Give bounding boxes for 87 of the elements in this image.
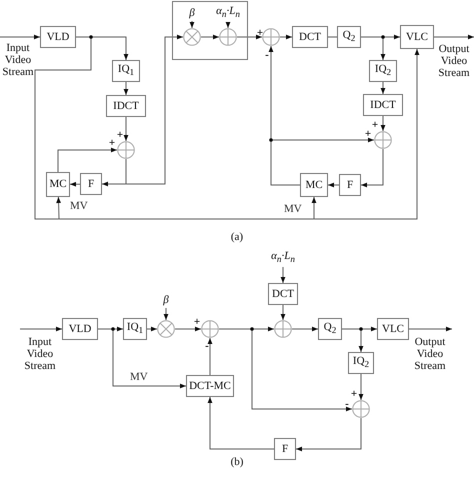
process-box: F [80,173,102,195]
arrow [124,82,128,96]
edge-label: MV [130,372,148,383]
adder-symbol [352,400,370,418]
process-box: VLC [400,25,434,49]
process-box: IQ$_{1}$ [123,318,147,340]
multiplier-symbol [183,28,201,46]
arrow [360,148,384,188]
arrow [280,304,286,320]
adder-symbol [374,131,392,149]
process-box: MC [300,173,328,197]
arrow [208,338,212,376]
process-box: MC [46,172,70,197]
arrow [174,326,202,332]
arrow [146,326,158,332]
arrow [190,20,194,28]
process-box: IQ$_{1}$ [112,60,140,82]
process-box: IDCT [106,95,146,117]
adder-symbol [201,320,219,338]
arrow [208,396,274,450]
stream-label: Output Video Stream [408,323,452,372]
sign-label: + [371,120,379,130]
arrow [358,374,364,400]
multiplier-symbol [157,320,175,338]
arrow [34,36,420,220]
edge-label: MV [284,204,302,215]
adder-symbol [274,320,292,338]
process-box: F [274,438,296,460]
connector-line [328,36,338,38]
arrow [296,418,362,452]
process-box: IQ$_{2}$ [369,60,397,82]
arrow [342,328,364,352]
sign-label: + [364,129,372,139]
arrow [280,266,286,284]
arrow [200,34,220,40]
arrow [20,326,62,332]
arrow [70,182,80,187]
panel-label: (b) [230,456,244,470]
process-box: Q$_{2}$ [318,318,342,340]
arrow [126,34,184,184]
group-box [172,1,248,60]
process-box: VLD [40,26,76,48]
arrow [218,328,352,412]
arrow [0,34,40,40]
coefficient-label: β [159,292,173,308]
arrow [124,116,128,142]
arrow [58,148,118,172]
sign-label: + [256,28,264,38]
arrow [434,34,474,40]
sign-label: + [350,389,358,399]
process-box: DCT-MC [186,375,234,397]
sign-label: + [116,130,124,140]
process-box: IQ$_{2}$ [348,352,374,374]
arrow [270,138,374,186]
process-box: DCT [268,283,298,305]
arrow [280,34,292,40]
sign-label: - [264,50,270,60]
process-box: DCT [292,26,328,48]
coefficient-label: β [186,5,198,21]
sign-label: + [193,317,201,327]
process-box: Q$_{2}$ [337,26,361,48]
sign-label: - [204,341,210,351]
adder-symbol [262,28,280,46]
sign-label: + [108,138,116,148]
arrow [380,82,386,94]
coefficient-label: α$_{n}$·L$_{n}$ [208,4,248,22]
arrow [328,182,340,188]
edge-label: MV [70,201,88,212]
process-box: VLD [62,318,98,340]
stream-label: Input Video Stream [20,323,60,372]
arrow [380,116,386,132]
sign-label: - [344,399,350,409]
panel-label: (a) [230,231,244,245]
process-box: F [339,174,361,196]
coefficient-label: α$_{n}$·L$_{n}$ [263,249,303,267]
stream-label: Output Video Stream [434,31,474,79]
process-box: VLC [377,318,409,340]
adder-symbol [219,28,237,46]
arrow [226,22,230,28]
arrow [408,326,452,332]
stream-label: Input Video Stream [0,31,36,78]
arrow [236,34,262,40]
arrow [360,36,386,60]
arrow [292,326,318,332]
arrow [164,308,168,320]
process-box: IDCT [363,94,403,116]
adder-symbol [117,141,135,159]
